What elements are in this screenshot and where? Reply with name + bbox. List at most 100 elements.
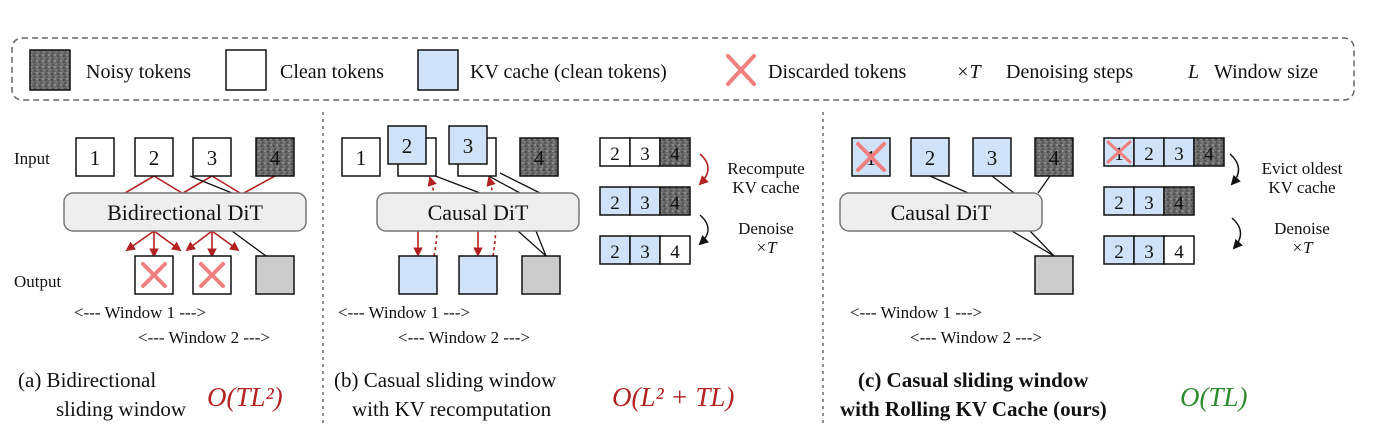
cache-strip-1: 2 3 4	[599, 137, 691, 167]
output-label: Output	[14, 272, 62, 291]
output-token-3	[521, 255, 561, 295]
denoise-label-line1: Denoise	[1274, 219, 1330, 238]
discard-icon	[1106, 140, 1132, 164]
input-token-1	[75, 137, 115, 177]
output-kv-token-2	[458, 255, 498, 295]
denoise-label-line1: Denoise	[738, 219, 794, 238]
complexity-c: O(TL)	[1180, 382, 1248, 412]
legend: Noisy tokens Clean tokens KV cache (clea…	[11, 37, 1355, 101]
bidirectional-dit-label: Bidirectional DiT	[107, 200, 263, 225]
window-2-label: <--- Window 2 --->	[398, 328, 530, 347]
strip-2-token-b: 3	[640, 193, 650, 214]
rolling-strip-3-token-c: 4	[1174, 242, 1184, 263]
kv-token-3-label: 3	[463, 134, 474, 158]
rolling-strip-2-token-b: 3	[1144, 193, 1154, 214]
causal-dit-label: Causal DiT	[428, 200, 529, 225]
kv-token-3-label: 3	[987, 146, 998, 170]
legend-noisy-swatch	[29, 49, 71, 91]
complexity-b: O(L² + TL)	[612, 382, 734, 412]
legend-clean-swatch	[225, 49, 267, 91]
discard-icon	[199, 262, 225, 288]
rolling-strip-2: 2 3 4	[1103, 186, 1195, 216]
complexity-a: O(TL²)	[207, 382, 283, 412]
rolling-strip-1-token-b: 2	[1144, 144, 1154, 165]
causal-dit-label: Causal DiT	[891, 200, 992, 225]
panel-c: 1 2 3 4 Causal DiT <--- Window 1 ---> <-…	[839, 137, 1343, 421]
causal-dit-block	[376, 192, 580, 232]
legend-discard-icon	[726, 54, 756, 86]
causal-dit-block	[839, 192, 1043, 232]
legend-discarded-label: Discarded tokens	[768, 61, 907, 83]
input-token-3-label: 3	[207, 146, 218, 170]
output-kv-token-1	[398, 255, 438, 295]
window-1-label: <--- Window 1 --->	[338, 303, 470, 322]
discard-icon	[141, 262, 167, 288]
input-token-4-label: 4	[534, 146, 545, 170]
kv-token-2-label: 2	[925, 146, 936, 170]
caption-b-line2: with KV recomputation	[352, 397, 552, 421]
caption-a-line2: sliding window	[56, 397, 187, 421]
panel-b: 1 2 3 4 Causal DiT <--- Window 1 ---> <-…	[334, 125, 805, 421]
legend-times-t: ×T	[956, 61, 982, 83]
input-token-4	[519, 137, 559, 177]
window-2-label: <--- Window 2 --->	[138, 328, 270, 347]
input-label: Input	[14, 149, 50, 168]
rolling-strip-1-token-d: 4	[1204, 144, 1214, 165]
evict-label-line2: KV cache	[1268, 178, 1335, 197]
input-token-1	[341, 137, 381, 177]
cache-strip-2: 2 3 4	[599, 186, 691, 216]
legend-l-symbol: L	[1187, 61, 1199, 83]
kv-token-3	[972, 137, 1012, 177]
output-token-3	[255, 255, 295, 295]
kv-token-2	[387, 125, 427, 165]
legend-window-size-label: Window size	[1214, 61, 1318, 83]
caption-c-line2: with Rolling KV Cache (ours)	[840, 397, 1107, 421]
kv-token-2-label: 2	[402, 134, 413, 158]
recompute-label-line2: KV cache	[732, 178, 799, 197]
rolling-strip-1-token-a: 1	[1114, 144, 1124, 165]
input-token-4-label: 4	[1049, 146, 1060, 170]
denoise-arrow	[698, 214, 710, 246]
kv-token-2	[910, 137, 950, 177]
recompute-label-line1: Recompute	[727, 159, 804, 178]
bidirectional-dit-block	[63, 192, 307, 232]
input-token-1-label: 1	[90, 146, 101, 170]
input-token-2	[134, 137, 174, 177]
cache-strip-3: 2 3 4	[599, 235, 691, 265]
window-1-label: <--- Window 1 --->	[850, 303, 982, 322]
rolling-strip-1-token-c: 3	[1174, 144, 1184, 165]
bidirectional-attention-arrows	[124, 175, 276, 258]
strip-3-token-b: 3	[640, 242, 650, 263]
legend-kv-label: KV cache (clean tokens)	[470, 61, 667, 83]
output-token	[1034, 255, 1074, 295]
strip-3-token-c: 4	[670, 242, 680, 263]
strip-1-token-c: 4	[670, 144, 680, 165]
strip-1-token-a: 2	[610, 144, 620, 165]
evict-label-line1: Evict oldest	[1262, 159, 1343, 178]
caption-c-line1: (c) Casual sliding window	[858, 368, 1089, 392]
input-token-1-label: 1	[356, 146, 367, 170]
strip-2-token-a: 2	[610, 193, 620, 214]
recompute-arrow	[698, 153, 709, 186]
input-token-4	[255, 137, 295, 177]
strip-3-token-a: 2	[610, 242, 620, 263]
evict-arrow	[1229, 153, 1241, 186]
input-token-3	[192, 137, 232, 177]
caption-b-line1: (b) Casual sliding window	[334, 368, 557, 392]
panel-a: Input Output 1 2 3 4 Bidirectional DiT	[14, 137, 307, 421]
discard-icon	[856, 142, 886, 172]
denoise-label-line2: ×T	[756, 238, 778, 257]
caption-a-line1: (a) Bidirectional	[18, 368, 156, 392]
input-token-4-label: 4	[270, 146, 281, 170]
rolling-strip-3-token-a: 2	[1114, 242, 1124, 263]
rolling-strip-3-token-b: 3	[1144, 242, 1154, 263]
denoise-label-line2: ×T	[1292, 238, 1314, 257]
rolling-strip-3: 2 3 4	[1103, 235, 1195, 265]
denoise-arrow	[1231, 217, 1243, 250]
strip-2-token-c: 4	[670, 193, 680, 214]
window-2-label: <--- Window 2 --->	[910, 328, 1042, 347]
input-token-2-label: 2	[149, 146, 160, 170]
strip-1-token-b: 3	[640, 144, 650, 165]
legend-kv-swatch	[417, 49, 459, 91]
